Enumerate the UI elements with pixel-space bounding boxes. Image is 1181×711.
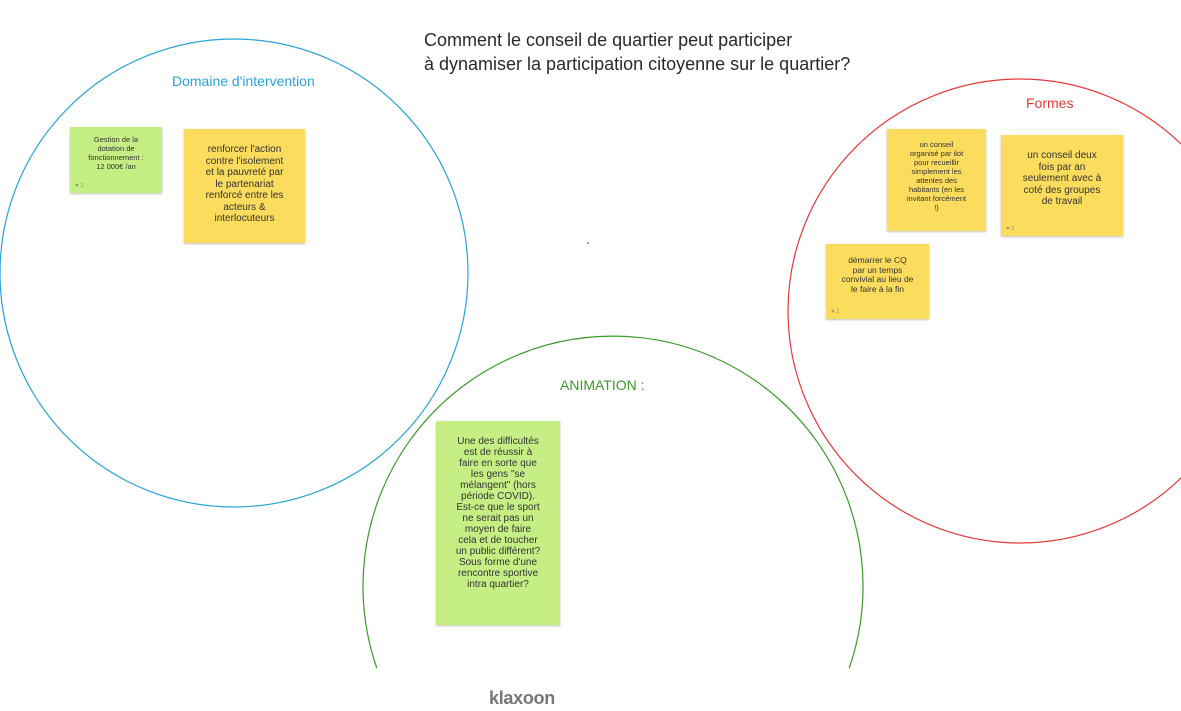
- like-heart-icon[interactable]: ♥ 1: [75, 183, 84, 189]
- sticky-note-text: Gestion de la dotation de fonctionnement…: [88, 135, 144, 171]
- sticky-note-text: Une des difficultés est de réussir à fai…: [455, 436, 541, 590]
- board-question: Comment le conseil de quartier peut part…: [424, 28, 850, 76]
- sticky-note-text: un conseil organisé par ilot pour recuei…: [906, 140, 967, 212]
- like-heart-icon[interactable]: ♥ 1: [1006, 226, 1015, 232]
- canvas-dot: [587, 242, 589, 244]
- like-count: 1: [1011, 226, 1015, 232]
- sticky-note-text: un conseil deux fois par an seulement av…: [1022, 150, 1102, 207]
- zone-animation-label: ANIMATION :: [560, 377, 645, 393]
- zone-animation-circle: [362, 335, 864, 669]
- klaxoon-logo: klaxoon: [489, 688, 555, 708]
- sticky-note-text: démarrer le CQ par un temps convivial au…: [841, 255, 914, 294]
- zone-domaine-label: Domaine d'intervention: [172, 73, 315, 89]
- like-heart-icon[interactable]: ♥ 1: [831, 309, 840, 315]
- sticky-note-dotation[interactable]: Gestion de la dotation de fonctionnement…: [70, 127, 162, 193]
- board-question-line-2: à dynamiser la participation citoyenne s…: [424, 54, 851, 74]
- sticky-note-convivial[interactable]: démarrer le CQ par un temps convivial au…: [826, 244, 929, 319]
- sticky-note-sport[interactable]: Une des difficultés est de réussir à fai…: [436, 421, 560, 625]
- sticky-note-deux-fois[interactable]: un conseil deux fois par an seulement av…: [1001, 135, 1123, 236]
- zone-domaine-circle: [0, 38, 469, 508]
- board-question-line-1: Comment le conseil de quartier peut part…: [424, 30, 793, 50]
- sticky-note-isolement[interactable]: renforcer l'action contre l'isolement et…: [184, 129, 305, 243]
- sticky-note-ilot[interactable]: un conseil organisé par ilot pour recuei…: [887, 129, 986, 231]
- like-count: 1: [80, 183, 84, 189]
- sticky-note-text: renforcer l'action contre l'isolement et…: [205, 144, 284, 224]
- like-count: 1: [836, 309, 840, 315]
- zone-formes-circle: [787, 78, 1181, 544]
- zone-formes-label: Formes: [1026, 95, 1074, 111]
